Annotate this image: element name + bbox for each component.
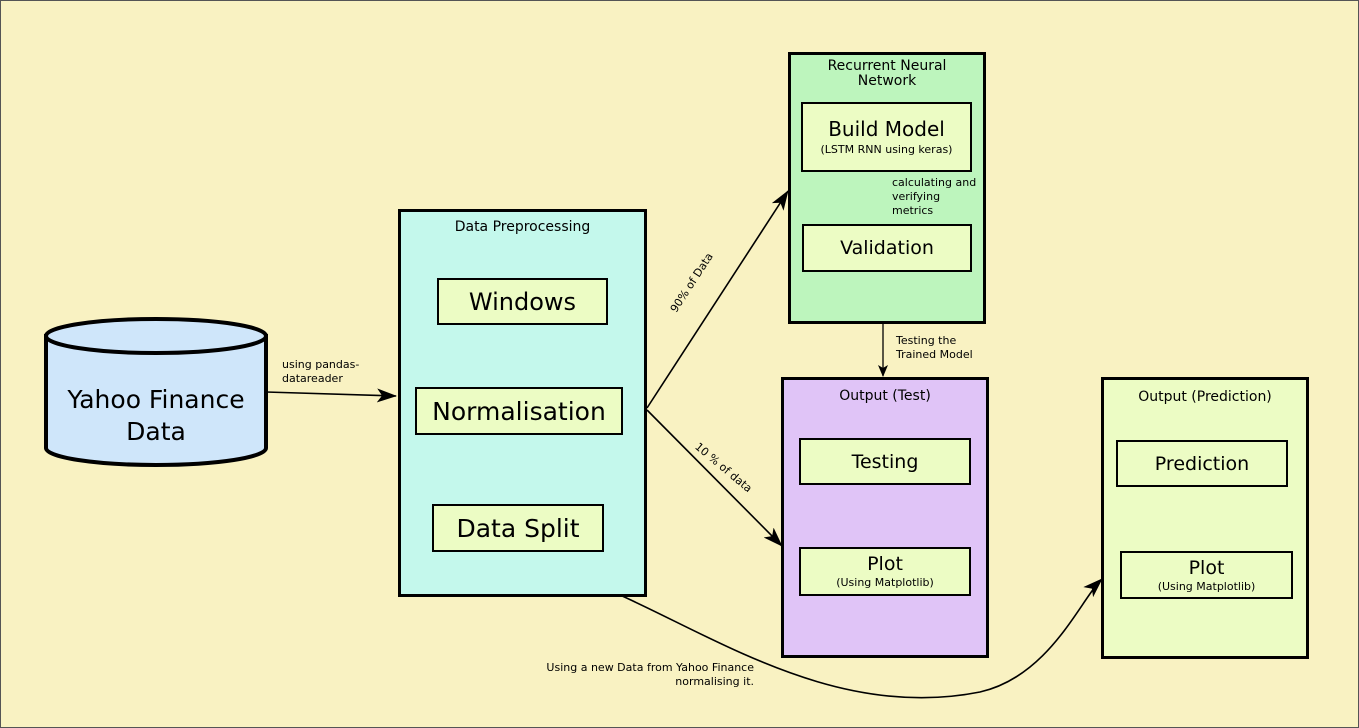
windows-label: Windows <box>468 287 577 316</box>
plot-prediction-sublabel: (Using Matplotlib) <box>1157 579 1256 593</box>
normalisation-box: Normalisation <box>415 387 623 435</box>
data-split-box: Data Split <box>432 504 604 552</box>
rnn-title: Recurrent Neural Network <box>791 59 983 89</box>
plot-prediction-label: Plot <box>1188 556 1225 579</box>
output-test-title: Output (Test) <box>839 388 931 404</box>
output-prediction-title: Output (Prediction) <box>1138 389 1272 405</box>
metrics-line2: verifying <box>892 190 941 203</box>
edge-label-metrics: calculating and verifying metrics <box>892 176 976 218</box>
prediction-box: Prediction <box>1116 440 1288 487</box>
pandas-line1: using pandas- <box>282 358 360 371</box>
testing-trained-line1: Testing the <box>896 334 957 347</box>
testing-trained-line2: Trained Model <box>896 348 973 361</box>
data-source-line2: Data <box>126 417 186 446</box>
edge-label-new-data: Using a new Data from Yahoo Finance norm… <box>494 661 754 689</box>
testing-box: Testing <box>799 438 971 485</box>
arrow-db-to-preprocessing <box>265 388 397 403</box>
edge-label-pandas-datareader: using pandas- datareader <box>282 358 359 386</box>
build-model-sublabel: (LSTM RNN using keras) <box>820 143 953 156</box>
build-model-box: Build Model (LSTM RNN using keras) <box>801 102 972 172</box>
build-model-label: Build Model <box>828 117 945 141</box>
validation-label: Validation <box>840 237 934 259</box>
plot-prediction-box: Plot (Using Matplotlib) <box>1120 551 1293 599</box>
preprocessing-title: Data Preprocessing <box>454 219 591 235</box>
metrics-line3: metrics <box>892 204 934 217</box>
metrics-line1: calculating and <box>892 176 977 189</box>
plot-test-sublabel: (Using Matplotlib) <box>836 576 934 589</box>
plot-test-box: Plot (Using Matplotlib) <box>799 547 971 596</box>
windows-box: Windows <box>437 278 608 325</box>
plot-test-label: Plot <box>867 553 903 575</box>
new-data-line2: normalising it. <box>675 675 754 688</box>
validation-box: Validation <box>802 224 972 272</box>
database-cylinder <box>44 317 268 467</box>
new-data-line1: Using a new Data from Yahoo Finance <box>546 661 754 674</box>
rnn-panel: Recurrent Neural Network <box>788 52 986 324</box>
rnn-title-line2: Network <box>857 73 917 89</box>
output-test-panel: Output (Test) <box>781 377 989 658</box>
output-prediction-panel: Output (Prediction) <box>1101 377 1309 659</box>
edge-label-testing-trained-model: Testing the Trained Model <box>896 334 973 362</box>
normalisation-label: Normalisation <box>432 396 606 426</box>
arrow-preprocessing-to-rnn <box>646 190 789 409</box>
data-source-line1: Yahoo Finance <box>67 385 245 414</box>
prediction-label: Prediction <box>1154 452 1250 475</box>
pandas-line2: datareader <box>282 372 343 385</box>
yahoo-finance-data-label: Yahoo Finance Data <box>44 384 268 448</box>
testing-label: Testing <box>851 450 919 473</box>
data-split-label: Data Split <box>456 513 580 543</box>
arrow-preprocessing-to-test <box>646 409 783 547</box>
arrow-preprocessing-to-prediction <box>619 578 1103 699</box>
rnn-title-line1: Recurrent Neural <box>827 58 947 74</box>
